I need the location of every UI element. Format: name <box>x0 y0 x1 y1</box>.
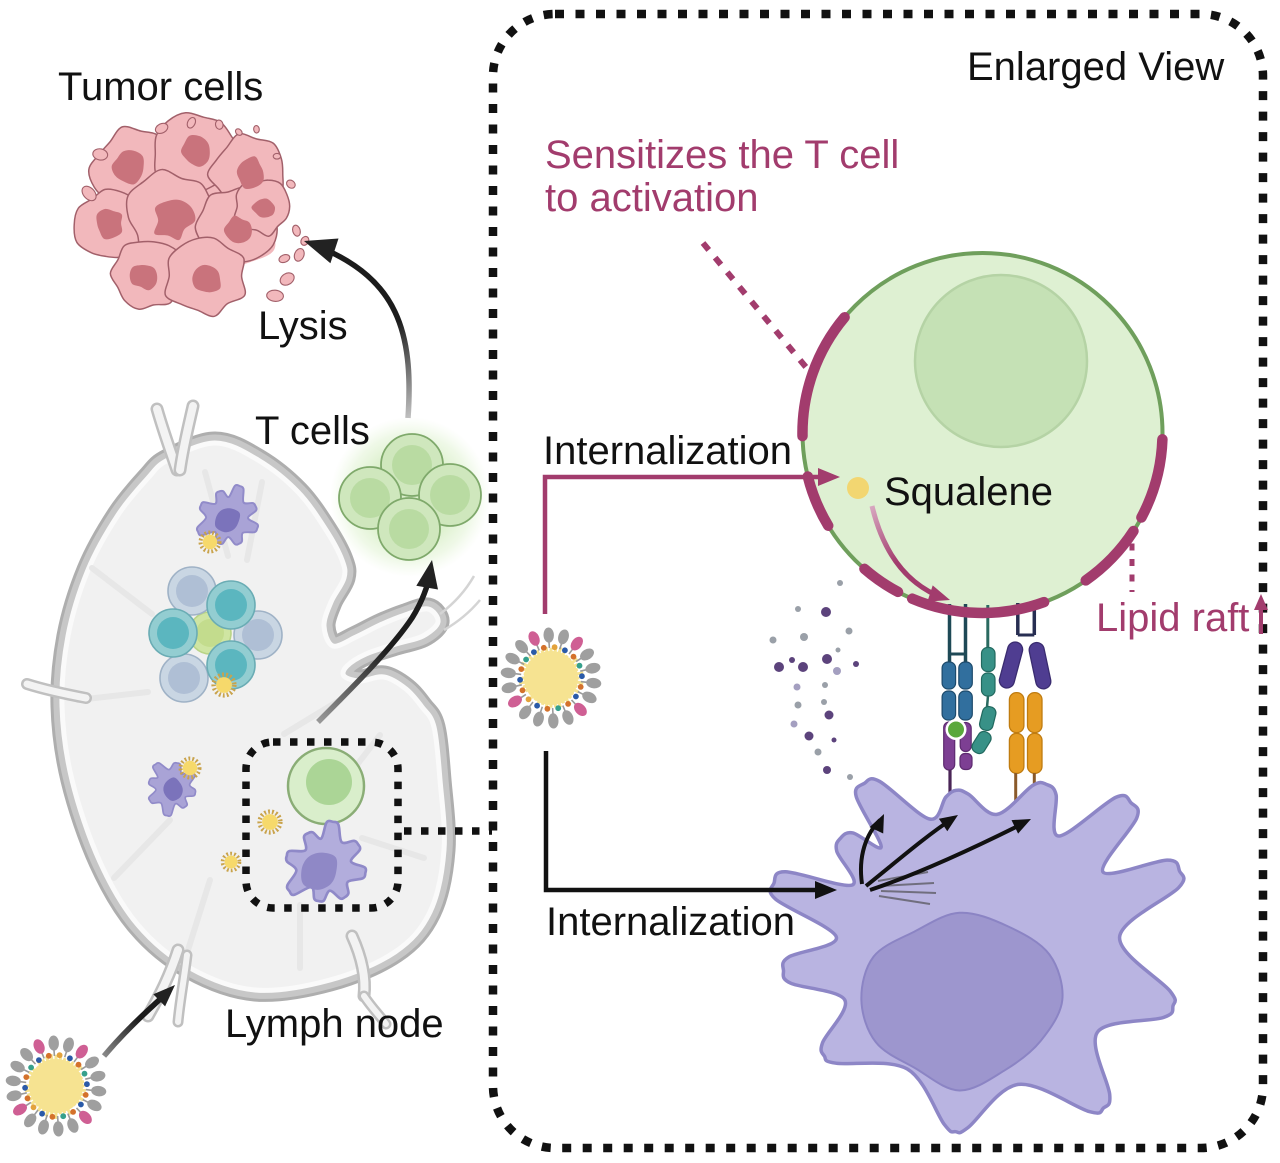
svg-text:Lysis: Lysis <box>258 304 348 348</box>
svg-text:Lymph node: Lymph node <box>225 1002 444 1046</box>
svg-text:Internalization: Internalization <box>546 900 795 944</box>
svg-text:T cells: T cells <box>255 409 370 453</box>
svg-text:Sensitizes the T cell: Sensitizes the T cell <box>545 133 899 177</box>
svg-text:to activation: to activation <box>545 176 758 220</box>
svg-text:Squalene: Squalene <box>884 470 1053 514</box>
svg-text:Internalization: Internalization <box>543 429 792 473</box>
svg-text:Enlarged View: Enlarged View <box>967 45 1224 89</box>
svg-text:Tumor cells: Tumor cells <box>58 65 263 109</box>
svg-text:Lipid raft: Lipid raft <box>1096 596 1249 640</box>
